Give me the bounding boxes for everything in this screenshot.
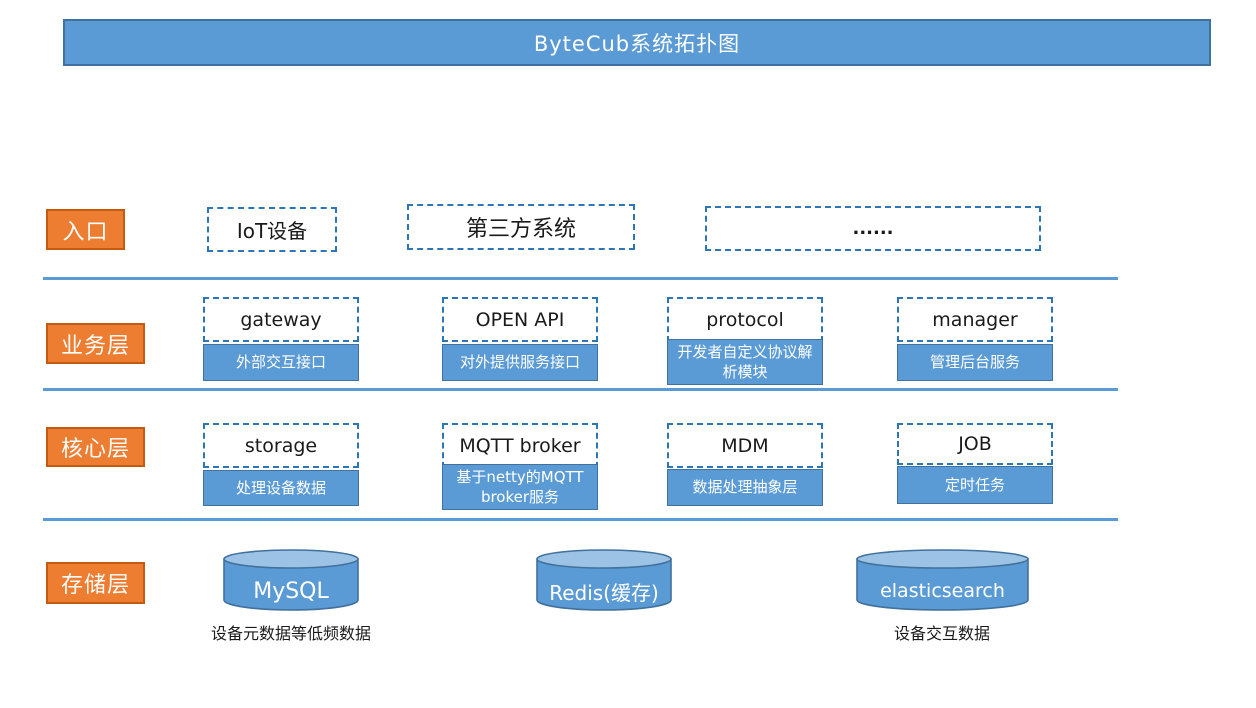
node-gateway: gateway (203, 297, 359, 342)
node-mdm: MDM (667, 423, 823, 468)
divider-line-3 (43, 518, 1118, 521)
desc-mqtt-broker: 基于netty的MQTT broker服务 (442, 464, 598, 510)
node-mqtt-broker: MQTT broker (442, 423, 598, 468)
cylinder-mysql-label: MySQL (253, 578, 329, 604)
cylinder-redis-label: Redis(缓存) (549, 580, 659, 605)
diagram-title-bar: ByteCub系统拓扑图 (63, 19, 1211, 66)
desc-protocol: 开发者自定义协议解析模块 (667, 339, 823, 385)
database-cylinder-icon (223, 549, 359, 611)
divider-line-1 (43, 277, 1118, 280)
node-ellipsis: ...... (705, 206, 1041, 251)
node-open-api: OPEN API (442, 297, 598, 342)
desc-gateway: 外部交互接口 (203, 344, 359, 381)
node-iot-device: IoT设备 (207, 207, 337, 252)
desc-mdm: 数据处理抽象层 (667, 469, 823, 506)
cylinder-redis: Redis(缓存) (535, 548, 673, 612)
diagram-title: ByteCub系统拓扑图 (533, 31, 741, 56)
desc-storage: 处理设备数据 (203, 470, 359, 506)
note-elasticsearch: 设备交互数据 (893, 624, 990, 643)
desc-open-api: 对外提供服务接口 (442, 344, 598, 381)
layer-label-storage: 存储层 (46, 562, 145, 604)
layer-label-core: 核心层 (46, 427, 145, 467)
node-storage: storage (203, 423, 359, 468)
node-protocol: protocol (667, 297, 823, 342)
note-mysql: 设备元数据等低频数据 (210, 624, 371, 643)
database-cylinder-icon (856, 549, 1029, 611)
database-cylinder-icon (536, 549, 672, 611)
layer-label-business: 业务层 (46, 323, 145, 364)
desc-job: 定时任务 (897, 466, 1053, 504)
node-manager: manager (897, 297, 1053, 342)
cylinder-elasticsearch-label: elasticsearch (880, 580, 1005, 602)
layer-label-entry: 入口 (46, 209, 125, 250)
desc-manager: 管理后台服务 (897, 344, 1053, 381)
node-job: JOB (897, 423, 1053, 465)
node-third-party-system: 第三方系统 (407, 204, 635, 250)
cylinder-mysql: MySQL (222, 548, 360, 612)
divider-line-2 (43, 388, 1118, 391)
cylinder-elasticsearch: elasticsearch (855, 548, 1030, 612)
